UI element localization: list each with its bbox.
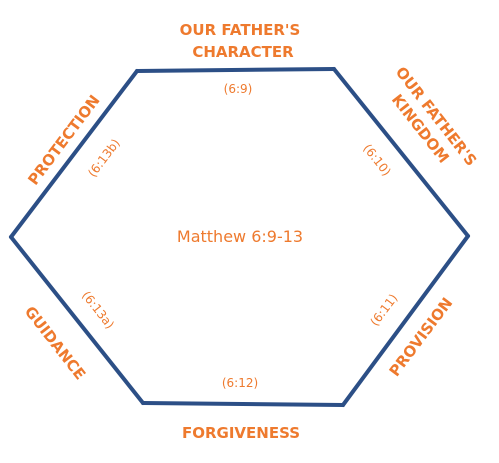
edge-bottom-right: [341, 234, 470, 407]
edge-top-left: [9, 69, 139, 239]
provision-title: PROVISION: [386, 294, 457, 380]
character-reference: (6:9): [224, 82, 253, 96]
forgiveness-title: FORGIVENESS: [182, 424, 300, 442]
character-title-line-2: CHARACTER: [192, 43, 294, 61]
hexagon-outline: [9, 67, 470, 407]
edge-top: [135, 67, 336, 73]
forgiveness-reference: (6:12): [222, 376, 258, 390]
center-label: Matthew 6:9-13: [177, 227, 303, 246]
provision-reference: (6:11): [367, 291, 400, 328]
edge-top-right: [332, 67, 470, 238]
character-title-line-1: OUR FATHER'S: [180, 21, 301, 39]
guidance-title: GUIDANCE: [21, 303, 89, 383]
edge-bottom: [141, 401, 345, 407]
guidance-reference: (6:13a): [79, 288, 117, 331]
kingdom-reference: (6:10): [360, 141, 393, 178]
protection-reference: (6:13b): [85, 136, 123, 180]
edge-bottom-left: [9, 235, 145, 405]
